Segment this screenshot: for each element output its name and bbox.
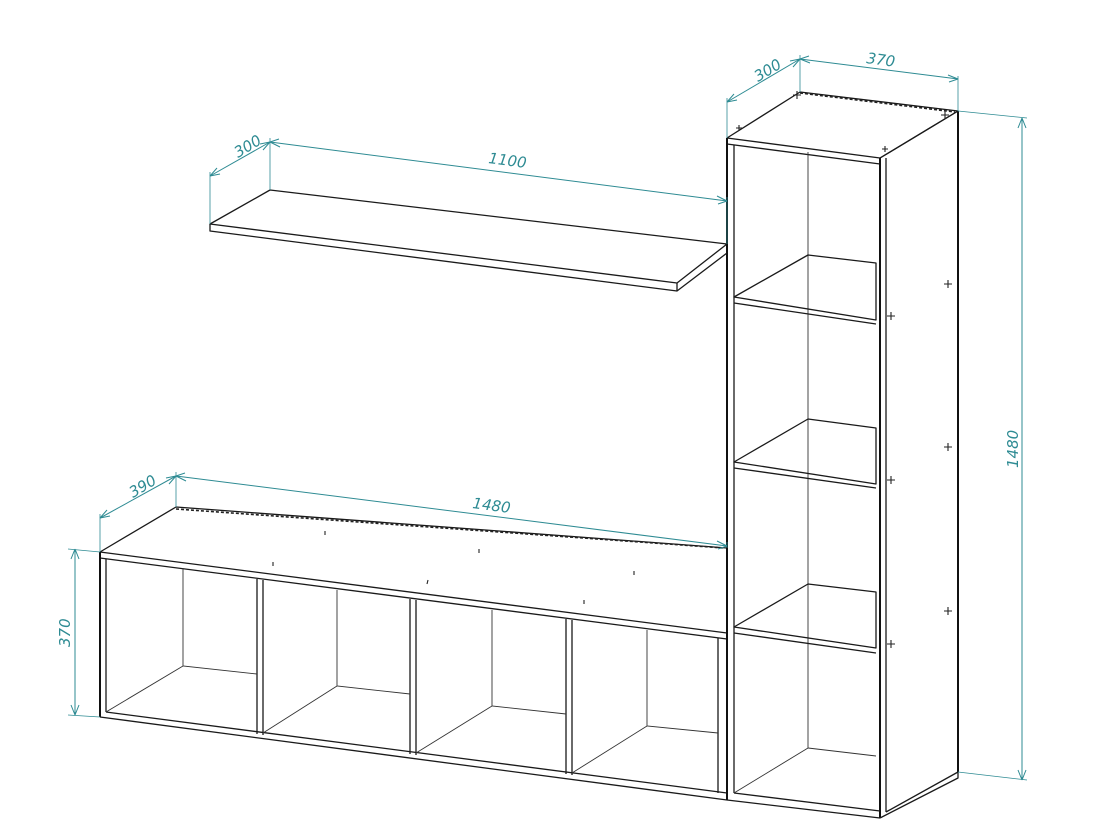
fastener-marks	[736, 91, 952, 648]
dim-base-height: 370	[56, 618, 74, 647]
wall-shelf	[209, 189, 728, 292]
dim-base-depth: 390	[126, 471, 160, 501]
dim-shelf-width: 1100	[487, 149, 527, 172]
base-cabinet	[99, 506, 728, 801]
dim-shelf-depth: 300	[231, 131, 265, 161]
dim-base-width: 1480	[471, 494, 511, 517]
dim-tower-height: 1480	[1004, 430, 1022, 468]
tall-tower	[726, 91, 959, 819]
dim-tower-width: 370	[865, 49, 896, 71]
dim-tower-depth: 300	[751, 55, 785, 85]
dimension-lines	[67, 55, 1028, 781]
